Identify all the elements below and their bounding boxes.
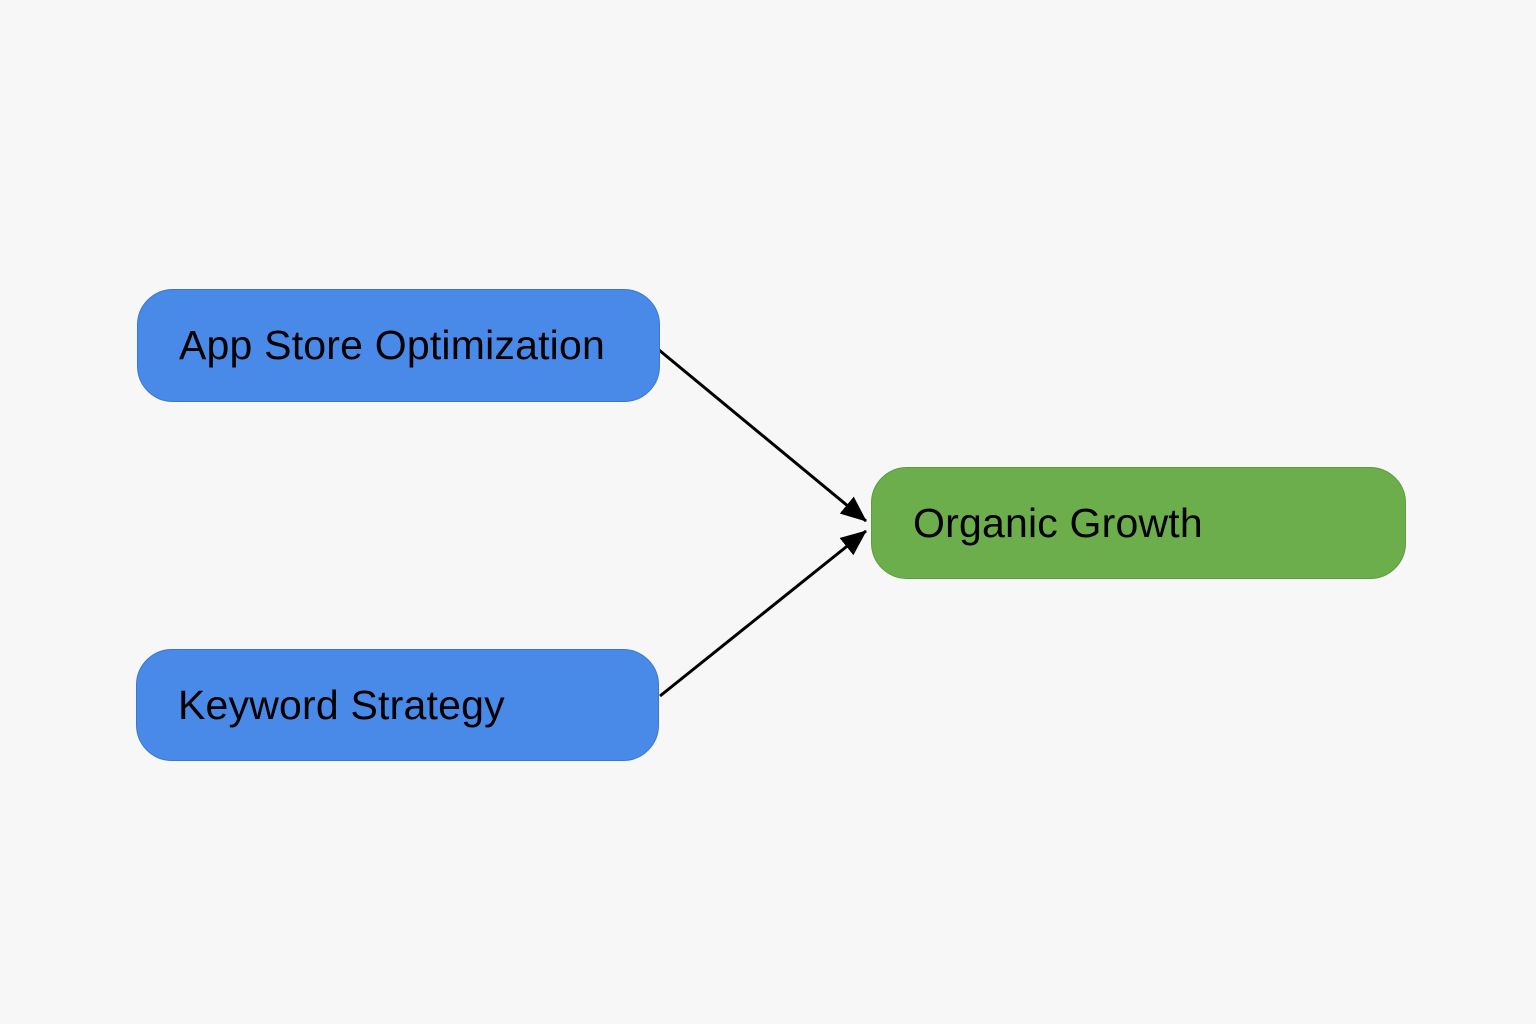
- edge-aso-to-organic-growth: [658, 348, 867, 523]
- node-organic-growth[interactable]: Organic Growth: [871, 467, 1406, 579]
- node-app-store-optimization-label: App Store Optimization: [179, 322, 605, 368]
- node-keyword-strategy-label: Keyword Strategy: [178, 681, 505, 728]
- edge-keyword-strategy-to-organic-growth: [659, 529, 867, 698]
- node-app-store-optimization[interactable]: App Store Optimization: [137, 289, 660, 402]
- node-organic-growth-label: Organic Growth: [913, 499, 1203, 546]
- node-keyword-strategy[interactable]: Keyword Strategy: [136, 649, 659, 761]
